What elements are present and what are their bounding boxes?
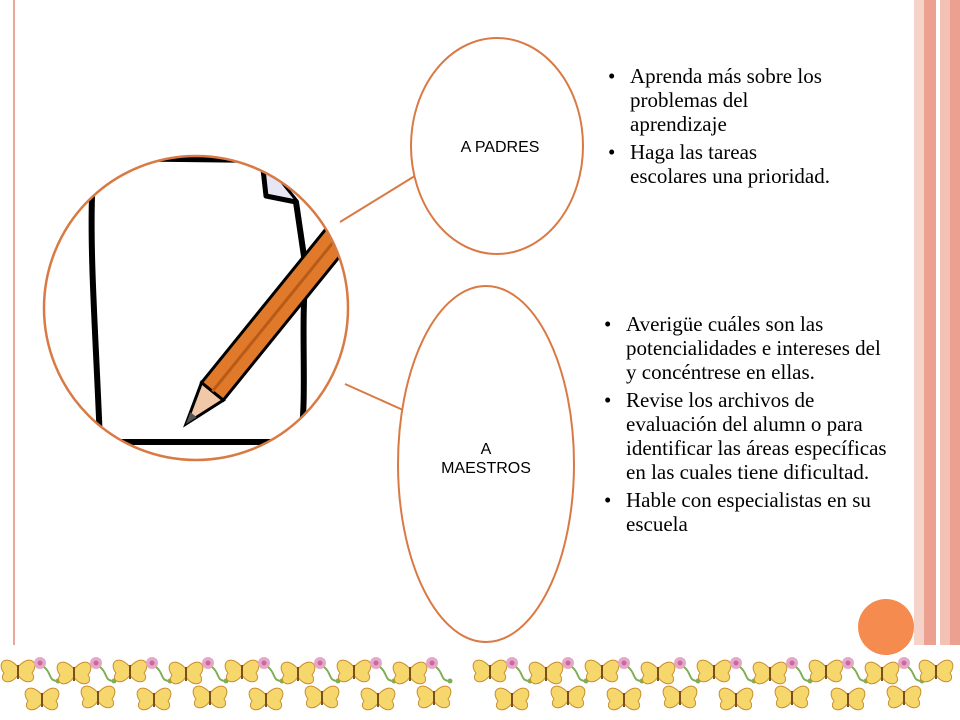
- orange-dot-decoration: [858, 599, 914, 655]
- oval-maestros: [397, 285, 575, 643]
- pencil-on-paper-icon: [42, 154, 350, 462]
- butterfly-flower-border: [0, 656, 954, 711]
- bullet-item: Revise los archivos de evaluación del al…: [604, 388, 894, 484]
- oval-padres: [410, 37, 584, 255]
- right-stripe-border: [914, 0, 960, 645]
- node-label-maestros: A MAESTROS: [406, 440, 566, 478]
- bullet-list-padres: Aprenda más sobre los problemas del apre…: [608, 64, 838, 192]
- connector-maestros: [344, 383, 404, 411]
- node-label-maestros-line-2: MAESTROS: [441, 460, 531, 477]
- bullet-item: Hable con especialistas en su escuela: [604, 488, 894, 536]
- node-label-maestros-line-1: A: [480, 441, 492, 458]
- bullet-item: Aprenda más sobre los problemas del apre…: [608, 64, 838, 136]
- left-border-rule: [13, 0, 15, 645]
- node-label-padres: A PADRES: [460, 139, 540, 156]
- connector-padres: [339, 173, 419, 223]
- bullet-list-maestros: Averigüe cuáles son las potencialidades …: [604, 312, 894, 540]
- bullet-item: Haga las tareas escolares una prioridad.: [608, 140, 838, 188]
- bullet-item: Averigüe cuáles son las potencialidades …: [604, 312, 894, 384]
